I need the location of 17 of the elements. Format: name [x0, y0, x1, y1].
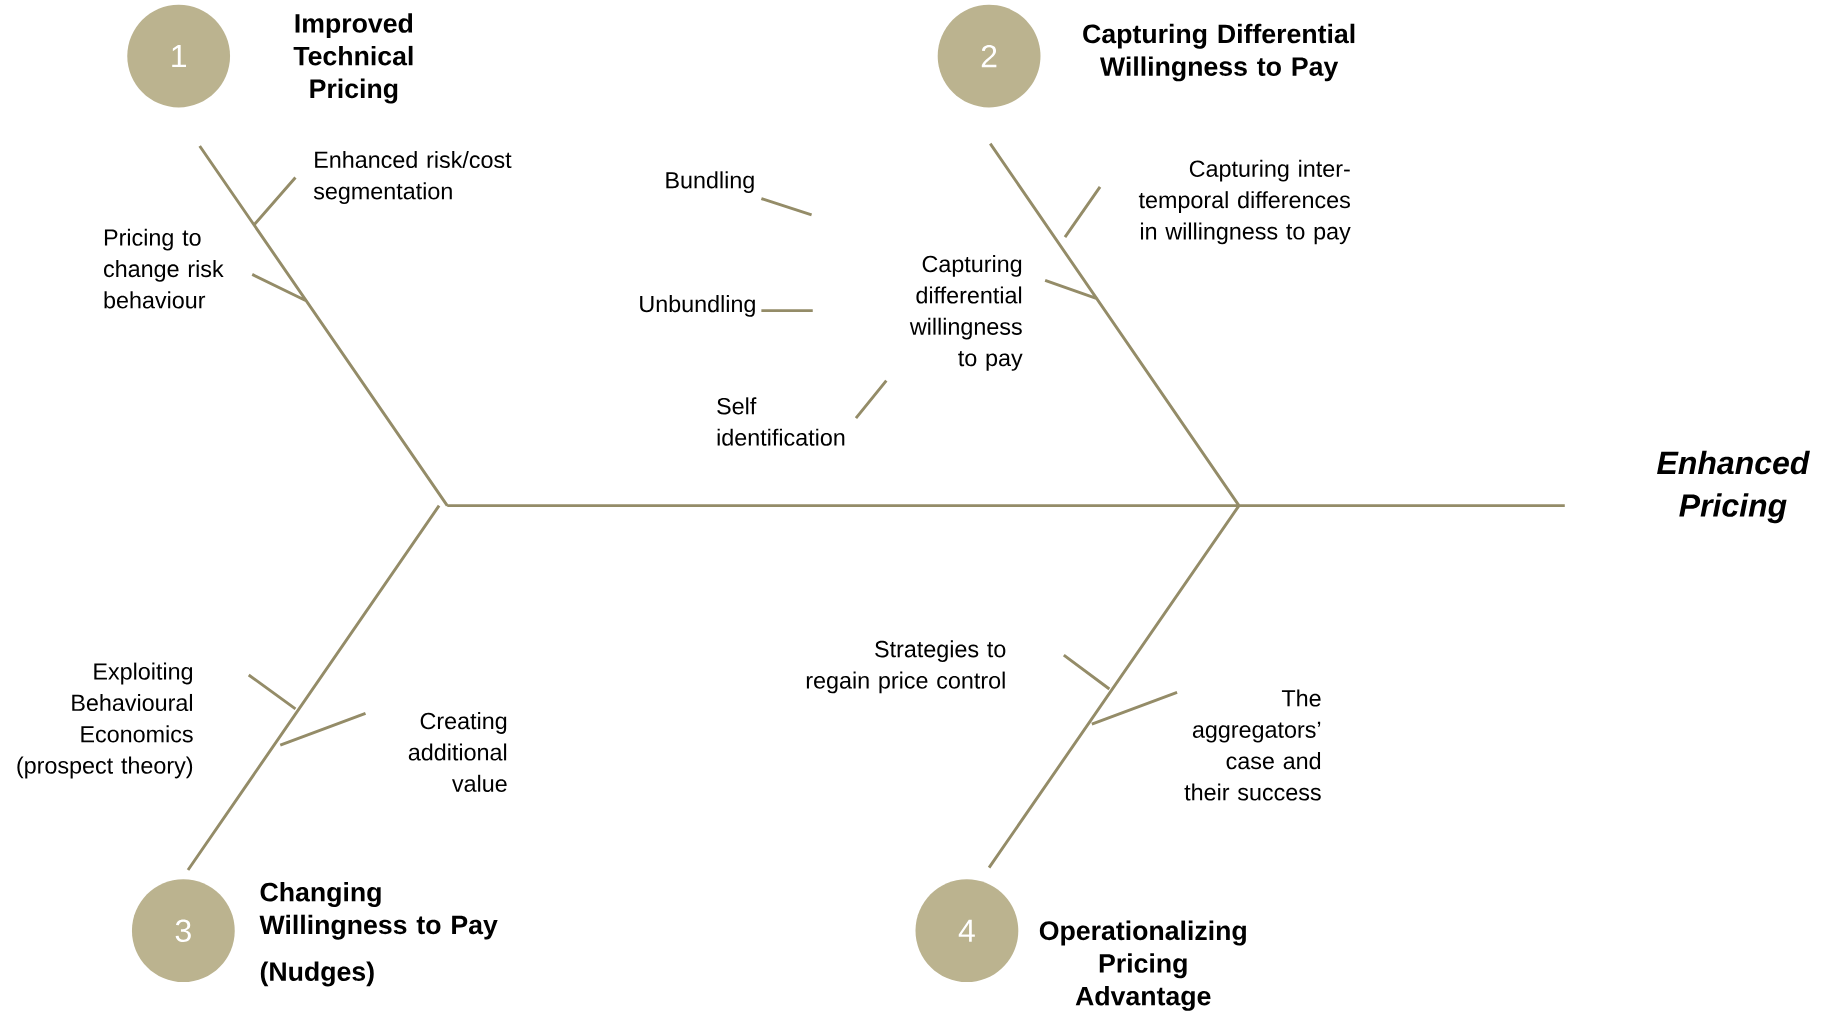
- cause-label: Capturing inter-temporal differences in willingness to pay: [1138, 159, 1351, 245]
- cause-label: Creating additional value: [408, 711, 507, 792]
- heading: Improved Technical Pricing: [293, 13, 413, 104]
- cause-label: Unbundling: [640, 294, 755, 317]
- cause-label: Bundling: [666, 171, 754, 193]
- cause-label: Pricing to change risk behaviour: [104, 228, 224, 309]
- cause-label: The aggregators’ case and their success: [1184, 689, 1321, 801]
- cause-label: Capturing differential willingness to pay: [909, 254, 1023, 371]
- heading: Operationalizing Pricing Advantage: [1039, 920, 1246, 1011]
- cause-label: Self identification: [717, 397, 845, 446]
- cause-label: Strategies to regain price control: [806, 640, 1006, 694]
- cause-label: Enhanced risk/cost segmentation: [313, 150, 512, 204]
- heading: Changing Willingness to Pay: [259, 881, 498, 940]
- effect-label: Enhanced Pricing: [1657, 450, 1810, 523]
- heading: (Nudges): [260, 961, 374, 987]
- cause-label: Exploiting Behavioural Economics (prospect theory): [17, 662, 193, 779]
- heading: Capturing Differential Willingness to Pay: [1083, 23, 1355, 82]
